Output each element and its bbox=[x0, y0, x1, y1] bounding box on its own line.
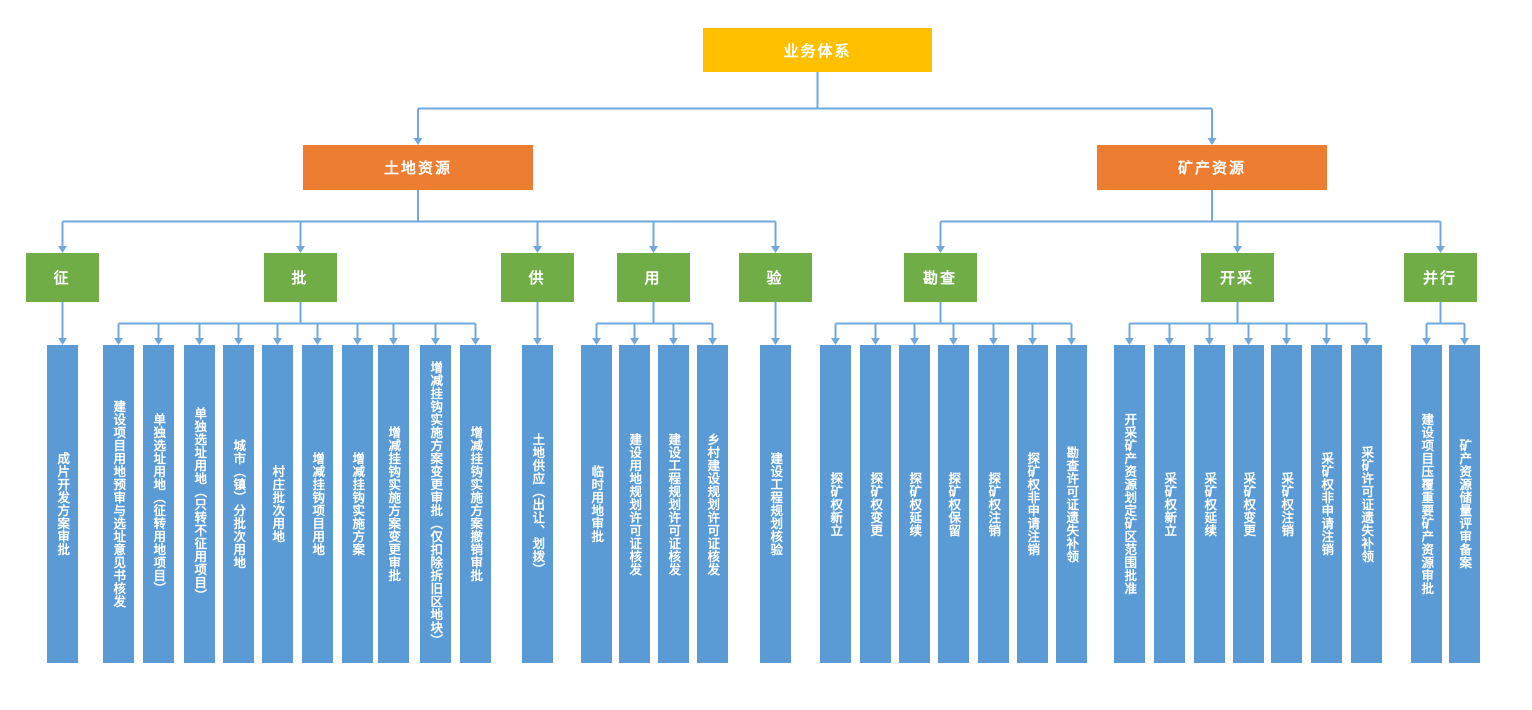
category-yong: 用 bbox=[616, 253, 690, 302]
process-label: 采矿权变更 bbox=[1241, 471, 1257, 537]
process-label: 单独选址用地（只转不征用项目） bbox=[192, 406, 208, 602]
process-label: 增减挂钩实施方案撤销审批 bbox=[468, 426, 484, 582]
process-bar-gong-0: 土地供应（出让、划拨） bbox=[521, 345, 553, 663]
process-bar-kancha-3: 探矿权保留 bbox=[937, 345, 969, 663]
process-bar-pi-6: 增减挂钩实施方案 bbox=[341, 345, 373, 663]
process-label: 探矿权非申请注销 bbox=[1025, 452, 1041, 556]
process-label: 建设工程规划许可证核发 bbox=[666, 432, 682, 576]
process-label: 矿产资源储量评审备案 bbox=[1457, 439, 1473, 569]
process-bar-pi-0: 建设项目用地预审与选址意见书核发 bbox=[102, 345, 134, 663]
process-label: 采矿许可证遗失补领 bbox=[1359, 445, 1375, 563]
process-bar-kaicai-2: 采矿权延续 bbox=[1193, 345, 1225, 663]
node-mineral-resources: 矿产资源 bbox=[1097, 145, 1327, 190]
process-label: 增减挂钩实施方案变更审批 bbox=[386, 426, 402, 582]
process-bar-kancha-0: 探矿权新立 bbox=[819, 345, 851, 663]
process-label: 采矿权非申请注销 bbox=[1319, 452, 1335, 556]
process-bar-pi-5: 增减挂钩项目用地 bbox=[301, 345, 333, 663]
process-label: 探矿权新立 bbox=[828, 471, 844, 537]
process-label: 增减挂钩实施方案 bbox=[350, 452, 366, 556]
process-label: 增减挂钩项目用地 bbox=[310, 452, 326, 556]
category-bingxing: 并行 bbox=[1403, 253, 1477, 302]
process-bar-kancha-1: 探矿权变更 bbox=[859, 345, 891, 663]
process-label: 探矿权延续 bbox=[907, 471, 923, 537]
process-label: 临时用地审批 bbox=[589, 465, 605, 543]
node-business-system: 业务体系 bbox=[703, 28, 932, 72]
process-label: 增减挂钩实施方案变更审批（仅扣除拆旧区地块） bbox=[428, 361, 444, 647]
process-bar-yong-2: 建设工程规划许可证核发 bbox=[657, 345, 689, 663]
process-bar-pi-8: 增减挂钩实施方案变更审批（仅扣除拆旧区地块） bbox=[419, 345, 451, 663]
process-bar-kancha-5: 探矿权非申请注销 bbox=[1016, 345, 1048, 663]
process-label: 探矿权注销 bbox=[986, 471, 1002, 537]
process-bar-yong-0: 临时用地审批 bbox=[580, 345, 612, 663]
process-label: 建设项目压覆重要矿产资源审批 bbox=[1419, 413, 1435, 595]
category-zheng: 征 bbox=[25, 253, 99, 302]
process-label: 探矿权变更 bbox=[868, 471, 884, 537]
process-label: 建设用地规划许可证核发 bbox=[627, 432, 643, 576]
process-bar-kaicai-5: 采矿权非申请注销 bbox=[1310, 345, 1342, 663]
process-label: 开采矿产资源划定矿区范围批准 bbox=[1122, 413, 1138, 595]
process-label: 村庄批次用地 bbox=[270, 465, 286, 543]
category-yan: 验 bbox=[738, 253, 812, 302]
category-kaicai: 开采 bbox=[1200, 253, 1274, 302]
process-label: 城市（镇）分批次用地 bbox=[231, 439, 247, 569]
process-bar-kaicai-4: 采矿权注销 bbox=[1270, 345, 1302, 663]
process-label: 单独选址用地（征转用地项目） bbox=[151, 413, 167, 595]
process-bar-pi-1: 单独选址用地（征转用地项目） bbox=[142, 345, 174, 663]
process-bar-kaicai-1: 采矿权新立 bbox=[1153, 345, 1185, 663]
process-bar-kaicai-0: 开采矿产资源划定矿区范围批准 bbox=[1113, 345, 1145, 663]
process-label: 成片开发方案审批 bbox=[55, 452, 71, 556]
process-bar-pi-3: 城市（镇）分批次用地 bbox=[222, 345, 254, 663]
process-bar-pi-9: 增减挂钩实施方案撤销审批 bbox=[459, 345, 491, 663]
process-bar-pi-4: 村庄批次用地 bbox=[261, 345, 293, 663]
category-pi: 批 bbox=[263, 253, 337, 302]
process-bar-yan-0: 建设工程规划核验 bbox=[759, 345, 791, 663]
process-label: 建设工程规划核验 bbox=[768, 452, 784, 556]
process-bar-bingxing-0: 建设项目压覆重要矿产资源审批 bbox=[1410, 345, 1442, 663]
process-label: 勘查许可证遗失补领 bbox=[1064, 445, 1080, 563]
process-bar-bingxing-1: 矿产资源储量评审备案 bbox=[1448, 345, 1480, 663]
process-bar-yong-1: 建设用地规划许可证核发 bbox=[618, 345, 650, 663]
process-bar-pi-7: 增减挂钩实施方案变更审批 bbox=[377, 345, 409, 663]
process-bar-kancha-4: 探矿权注销 bbox=[977, 345, 1009, 663]
process-bar-kancha-6: 勘查许可证遗失补领 bbox=[1055, 345, 1087, 663]
process-label: 土地供应（出让、划拨） bbox=[530, 432, 546, 576]
process-label: 采矿权注销 bbox=[1279, 471, 1295, 537]
process-bar-kaicai-6: 采矿许可证遗失补领 bbox=[1350, 345, 1382, 663]
process-bar-yong-3: 乡村建设规划许可证核发 bbox=[696, 345, 728, 663]
process-label: 采矿权新立 bbox=[1162, 471, 1178, 537]
node-land-resources: 土地资源 bbox=[303, 145, 533, 190]
process-label: 采矿权延续 bbox=[1202, 471, 1218, 537]
process-bar-kaicai-3: 采矿权变更 bbox=[1232, 345, 1264, 663]
process-label: 建设项目用地预审与选址意见书核发 bbox=[111, 400, 127, 608]
process-bar-kancha-2: 探矿权延续 bbox=[898, 345, 930, 663]
process-bar-pi-2: 单独选址用地（只转不征用项目） bbox=[183, 345, 215, 663]
process-label: 探矿权保留 bbox=[946, 471, 962, 537]
category-kancha: 勘查 bbox=[903, 253, 977, 302]
category-gong: 供 bbox=[500, 253, 574, 302]
process-label: 乡村建设规划许可证核发 bbox=[705, 432, 721, 576]
process-bar-zheng-0: 成片开发方案审批 bbox=[46, 345, 78, 663]
